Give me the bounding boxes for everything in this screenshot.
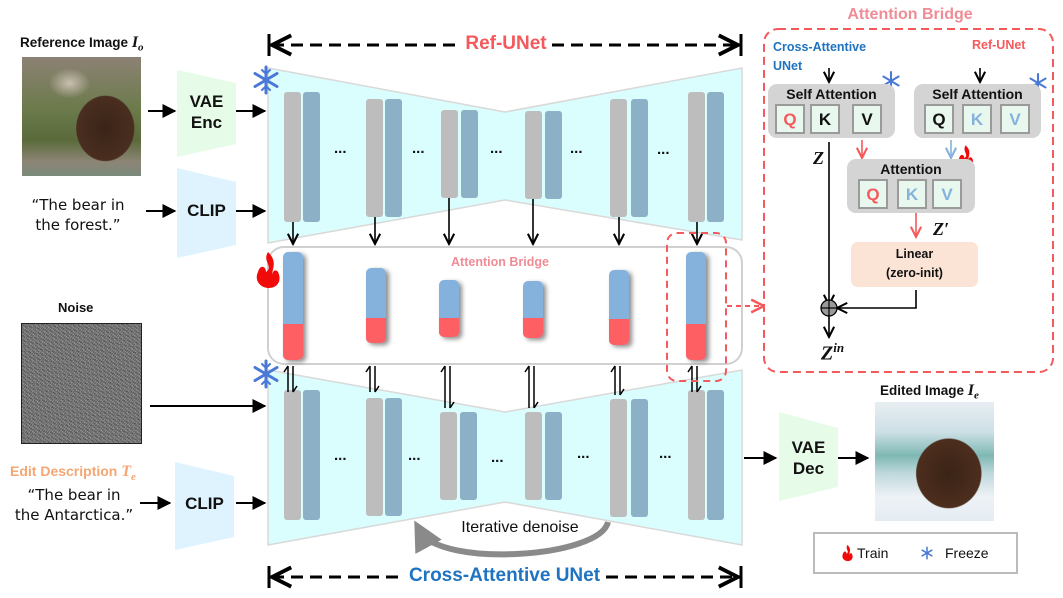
snowflake-icon	[921, 546, 933, 560]
cross-unet-ellipsis: ...	[334, 447, 347, 464]
query-box: Q	[858, 179, 888, 209]
vae-decoder-shape	[779, 412, 838, 501]
reference-prompt: “The bear in the forest.”	[31, 196, 125, 234]
ref-unet-blocks	[284, 92, 724, 222]
edited-image-label: Edited Image Ie	[880, 382, 979, 402]
z-label: Z	[813, 148, 824, 168]
ref-unet-ellipsis: ...	[657, 141, 670, 158]
clip-encoder-bottom: CLIP	[185, 494, 224, 513]
cross-unet-ellipsis: ...	[577, 445, 590, 462]
bridge-highlight-region	[666, 232, 727, 382]
cross-unet-title: Cross-Attentive UNet	[408, 565, 601, 586]
clip-top-shape	[177, 168, 236, 258]
noise-label: Noise	[58, 300, 94, 315]
cross-unet-ellipsis: ...	[659, 445, 672, 462]
iterative-denoise-label: Iterative denoise	[461, 519, 579, 536]
query-box: Q	[775, 104, 805, 134]
edited-image	[875, 402, 994, 521]
value-box: V	[852, 104, 882, 134]
detail-source-cross-unet: Cross-Attentive UNet	[773, 40, 867, 73]
bridge-cross-bidir-arrows	[283, 365, 702, 409]
legend-freeze-label: Freeze	[945, 545, 989, 561]
value-box: V	[1000, 104, 1030, 134]
edit-description-label: Edit Description Te	[10, 463, 136, 483]
self-attention-block-cross: Self Attention Q K V	[768, 84, 895, 138]
linear-zero-init-block: Linear (zero-init)	[851, 242, 978, 287]
ref-unet-title: Ref-UNet	[465, 33, 547, 54]
snowflake-icon	[253, 65, 279, 95]
snowflake-icon	[253, 359, 279, 389]
reference-image-label: Reference Image Io	[20, 34, 144, 54]
detail-source-ref-unet: Ref-UNet	[972, 38, 1026, 52]
detail-panel-flow	[829, 68, 980, 337]
z-in-label: Zin	[821, 340, 845, 365]
key-box: K	[810, 104, 840, 134]
vae-decoder: VAE Dec	[791, 438, 826, 478]
ref-unet-ellipsis: ...	[412, 140, 425, 157]
reference-image	[22, 57, 141, 176]
ref-to-bridge-arrows	[293, 198, 697, 244]
edit-prompt: “The bear in the Antarctica.”	[14, 486, 134, 524]
sum-node	[820, 299, 838, 317]
iterative-denoise-arrow	[414, 520, 611, 558]
cross-unet-ellipsis: ...	[408, 447, 421, 464]
z-prime-label: Z′	[933, 219, 950, 239]
flame-icon	[842, 544, 853, 562]
clip-bottom-shape	[175, 462, 234, 550]
key-box: K	[962, 104, 992, 134]
bridge-bars	[283, 252, 706, 360]
cross-unet-blocks	[284, 390, 724, 520]
noise-image	[21, 323, 142, 444]
vae-encoder-shape	[177, 70, 236, 157]
input-arrows	[140, 104, 870, 510]
key-box: K	[897, 179, 927, 209]
vae-encoder: VAE Enc	[189, 92, 224, 132]
ref-unet-ellipsis: ...	[334, 140, 347, 157]
ref-unet-ellipsis: ...	[570, 140, 583, 157]
clip-encoder-top: CLIP	[187, 201, 226, 220]
flame-icon	[256, 252, 280, 288]
detail-panel-title: Attention Bridge	[847, 6, 973, 23]
value-box: V	[932, 179, 962, 209]
legend-train-label: Train	[857, 545, 889, 561]
cross-unet-ellipsis: ...	[491, 449, 504, 466]
attention-block-trainable: Attention Q K V	[847, 159, 975, 213]
attention-bridge-strip-title: Attention Bridge	[451, 255, 549, 269]
ref-unet-ellipsis: ...	[490, 140, 503, 157]
query-box: Q	[924, 104, 954, 134]
self-attention-block-ref: Self Attention Q K V	[914, 84, 1041, 138]
